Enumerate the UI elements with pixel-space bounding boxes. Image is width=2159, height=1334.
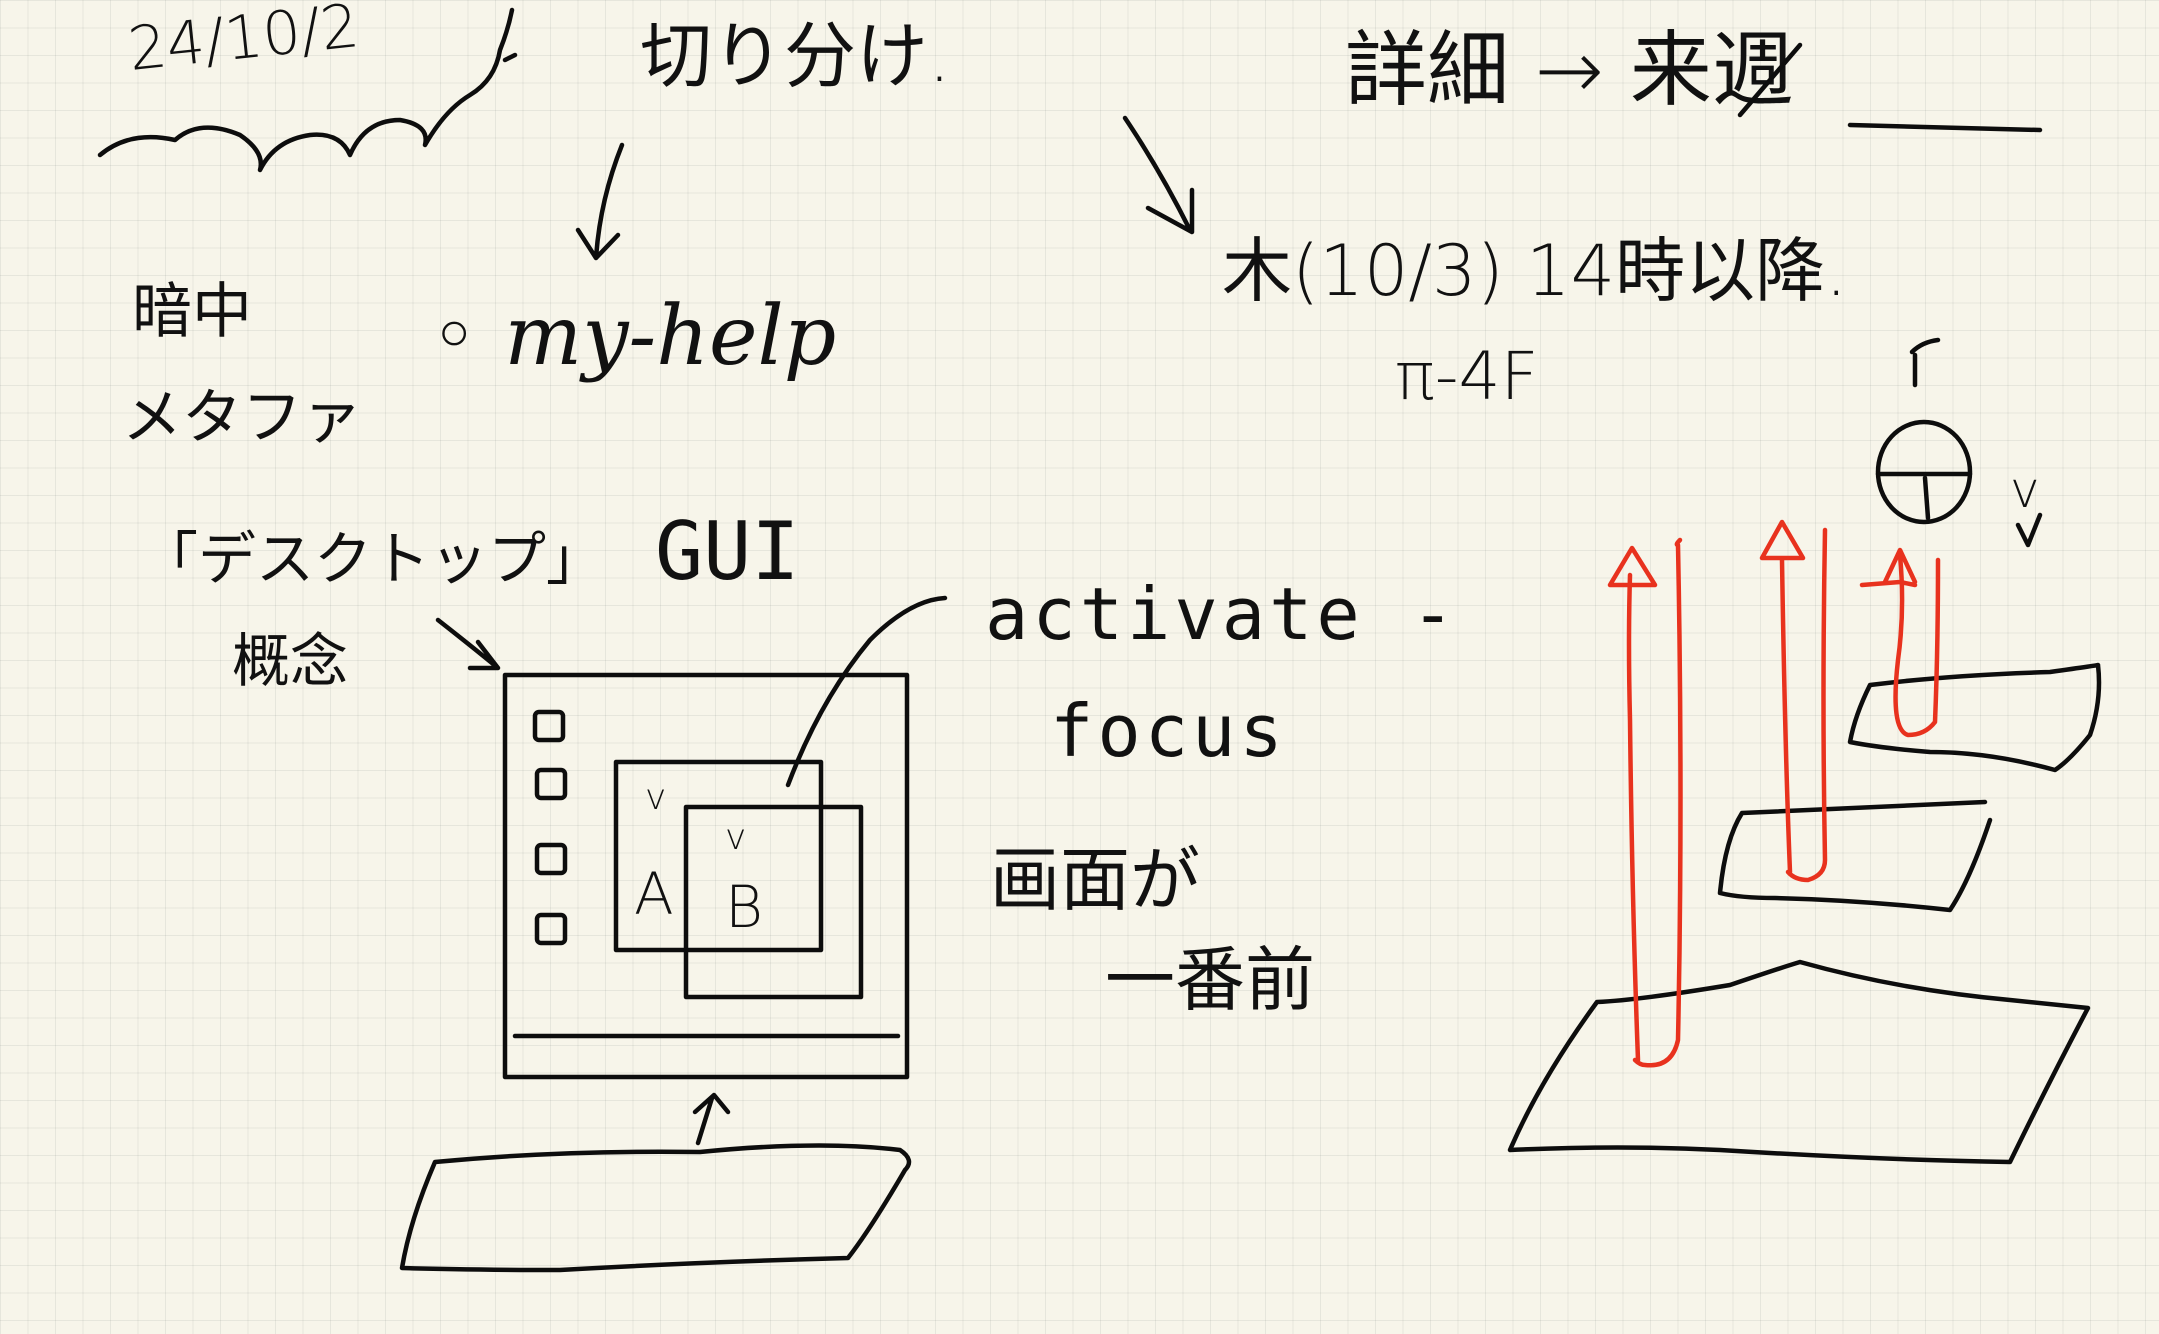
red-lift-1 [1607, 537, 1683, 1068]
red-lift-2 [1759, 519, 1828, 883]
monitor-outline [502, 672, 910, 1080]
meeting-time: 木(10/3) 14時以降. [1222, 230, 1848, 312]
person-check: v [2010, 461, 2040, 519]
schedule-underline [1847, 122, 2043, 133]
activate-label: activate - [985, 572, 1459, 656]
plane-middle [1717, 799, 1993, 913]
focus-label: focus [1050, 689, 1287, 773]
person-line [1875, 471, 1973, 521]
topic-heading: 切り分け. [640, 14, 951, 98]
window-b-label: B [725, 873, 763, 941]
desktop-icon-2 [534, 767, 568, 801]
desktop-icon-1 [532, 709, 566, 743]
arrow-down-left [575, 142, 625, 261]
strike-through [1737, 42, 1803, 118]
concept-arrow [435, 617, 501, 671]
term-metaphor: メタファ [122, 383, 362, 453]
window-b [683, 804, 864, 1000]
plane-top [1847, 662, 2102, 773]
arrow-down-right [1122, 115, 1195, 235]
meeting-place: π-4F [1395, 338, 1539, 415]
stand-arrow [692, 1092, 731, 1146]
person-check-mark [2015, 512, 2043, 548]
window-a-label: A [634, 860, 674, 928]
desktop-concept-2: 概念 [232, 627, 349, 695]
desktop-icon-4 [534, 912, 568, 946]
activate-leader [785, 595, 948, 788]
screen-note-1: 画面が [990, 839, 1200, 921]
date-scallop-bracket [97, 7, 518, 173]
person-head [1909, 337, 1941, 388]
window-a-check: v [645, 777, 667, 818]
gui-label: GUI [655, 505, 800, 598]
plane-bottom [1507, 959, 2091, 1165]
desk-surface [399, 1143, 912, 1273]
window-b-check: v [725, 817, 747, 858]
desktop-icon-3 [534, 842, 568, 876]
screen-note-2: 一番前 [1105, 939, 1315, 1021]
term-anchu: 暗中 [132, 277, 252, 347]
my-help-text: ◦ my-help [430, 289, 837, 384]
window-a [613, 759, 824, 953]
desktop-concept: 「デスクトップ」 [140, 525, 605, 593]
red-lift-3 [1859, 547, 1941, 738]
schedule-heading: 詳細 → 来週 [1345, 23, 1794, 118]
